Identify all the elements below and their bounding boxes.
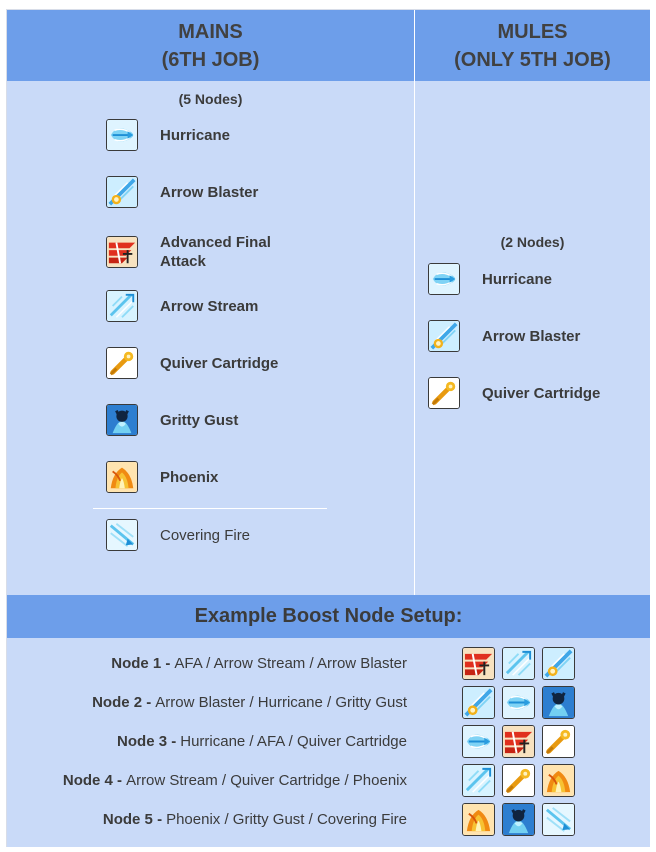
skill-name: Hurricane	[160, 126, 231, 144]
mains-skill-covering-fire: Covering Fire	[106, 519, 290, 551]
arrow-blaster-icon	[542, 647, 575, 680]
node-skills: Hurricane / AFA / Quiver Cartridge	[180, 733, 407, 750]
mules-header: MULES (ONLY 5TH JOB)	[415, 10, 650, 81]
mains-skill-advanced-final-attack: Advanced Final Attack	[106, 233, 290, 271]
hurricane-icon	[428, 263, 460, 295]
quiver-cartridge-icon	[106, 347, 138, 379]
node-skills: AFA / Arrow Stream / Arrow Blaster	[174, 655, 407, 672]
mains-title: MAINS	[178, 20, 243, 43]
advanced-final-attack-icon	[502, 725, 535, 758]
node-label: Node 5 -	[102, 811, 163, 828]
node-label: Node 2 -	[92, 694, 152, 711]
quiver-cartridge-icon	[428, 377, 460, 409]
arrow-blaster-icon	[462, 686, 495, 719]
advanced-final-attack-icon	[106, 236, 138, 268]
phoenix-icon	[106, 461, 138, 493]
node-skills: Arrow Stream / Quiver Cartridge / Phoeni…	[126, 772, 407, 789]
skill-name: Covering Fire	[160, 526, 251, 544]
node-text: Node 3 -Hurricane / AFA / Quiver Cartrid…	[117, 722, 407, 761]
mains-skill-arrow-blaster: Arrow Blaster	[106, 176, 290, 208]
skill-name: Quiver Cartridge	[160, 354, 279, 372]
example-title: Example Boost Node Setup:	[7, 595, 650, 638]
node-skills: Phoenix / Gritty Gust / Covering Fire	[166, 811, 407, 828]
mules-title: MULES	[497, 20, 568, 43]
node-label: Node 3 -	[117, 733, 177, 750]
node-row-2: Node 2 -Arrow Blaster / Hurricane / Grit…	[7, 683, 650, 722]
node-label: Node 1 -	[111, 655, 171, 672]
arrow-stream-icon	[502, 647, 535, 680]
mains-skill-gritty-gust: Gritty Gust	[106, 404, 290, 436]
node-text: Node 4 -Arrow Stream / Quiver Cartridge …	[63, 761, 407, 800]
node-label: Node 4 -	[62, 772, 123, 789]
skill-name: Advanced Final Attack	[160, 234, 271, 270]
mains-nodes-label: (5 Nodes)	[178, 91, 243, 107]
mains-skill-hurricane: Hurricane	[106, 119, 290, 151]
arrow-blaster-icon	[428, 320, 460, 352]
node-icons	[462, 764, 575, 797]
divider	[93, 508, 327, 509]
hurricane-icon	[106, 119, 138, 151]
mains-column: (5 Nodes) Hurricane Arrow Blaster Advanc…	[7, 81, 414, 595]
quiver-cartridge-icon	[542, 725, 575, 758]
mules-nodes-label: (2 Nodes)	[500, 234, 565, 250]
node-icons	[462, 686, 575, 719]
node-row-5: Node 5 -Phoenix / Gritty Gust / Covering…	[7, 800, 650, 839]
node-icons	[462, 803, 575, 836]
advanced-final-attack-icon	[462, 647, 495, 680]
arrow-stream-icon	[462, 764, 495, 797]
node-row-4: Node 4 -Arrow Stream / Quiver Cartridge …	[7, 761, 650, 800]
node-icons	[462, 725, 575, 758]
node-text: Node 1 -AFA / Arrow Stream / Arrow Blast…	[111, 644, 407, 683]
mains-skill-phoenix: Phoenix	[106, 461, 290, 493]
skill-name: Quiver Cartridge	[482, 384, 601, 402]
covering-fire-icon	[106, 519, 138, 551]
mains-subtitle: (6TH JOB)	[161, 48, 260, 71]
skill-name: Hurricane	[482, 270, 553, 288]
phoenix-icon	[542, 764, 575, 797]
node-row-1: Node 1 -AFA / Arrow Stream / Arrow Blast…	[7, 644, 650, 683]
mains-skill-arrow-stream: Arrow Stream	[106, 290, 290, 322]
mules-skill-quiver-cartridge: Quiver Cartridge	[428, 377, 612, 409]
quiver-cartridge-icon	[502, 764, 535, 797]
example-panel: Node 1 -AFA / Arrow Stream / Arrow Blast…	[7, 638, 650, 847]
skill-name: Arrow Stream	[160, 297, 259, 315]
mules-column: (2 Nodes) Hurricane Arrow Blaster Quiver…	[415, 81, 650, 595]
gritty-gust-icon	[106, 404, 138, 436]
hurricane-icon	[502, 686, 535, 719]
node-text: Node 2 -Arrow Blaster / Hurricane / Grit…	[92, 683, 407, 722]
hurricane-icon	[462, 725, 495, 758]
mules-skill-hurricane: Hurricane	[428, 263, 612, 295]
node-text: Node 5 -Phoenix / Gritty Gust / Covering…	[103, 800, 407, 839]
node-icons	[462, 647, 575, 680]
arrow-stream-icon	[106, 290, 138, 322]
mules-subtitle: (ONLY 5TH JOB)	[454, 48, 611, 71]
mains-skill-quiver-cartridge: Quiver Cartridge	[106, 347, 290, 379]
skill-name: Arrow Blaster	[482, 327, 581, 345]
arrow-blaster-icon	[106, 176, 138, 208]
node-skills: Arrow Blaster / Hurricane / Gritty Gust	[155, 694, 407, 711]
mules-skill-arrow-blaster: Arrow Blaster	[428, 320, 612, 352]
node-row-3: Node 3 -Hurricane / AFA / Quiver Cartrid…	[7, 722, 650, 761]
skill-name: Gritty Gust	[160, 411, 239, 429]
skill-name: Phoenix	[160, 468, 219, 486]
covering-fire-icon	[542, 803, 575, 836]
column-divider	[414, 10, 415, 595]
skill-name: Arrow Blaster	[160, 183, 259, 201]
gritty-gust-icon	[502, 803, 535, 836]
mains-header: MAINS (6TH JOB)	[7, 10, 414, 81]
gritty-gust-icon	[542, 686, 575, 719]
boost-node-guide: MAINS (6TH JOB) MULES (ONLY 5TH JOB) (5 …	[6, 9, 650, 847]
phoenix-icon	[462, 803, 495, 836]
